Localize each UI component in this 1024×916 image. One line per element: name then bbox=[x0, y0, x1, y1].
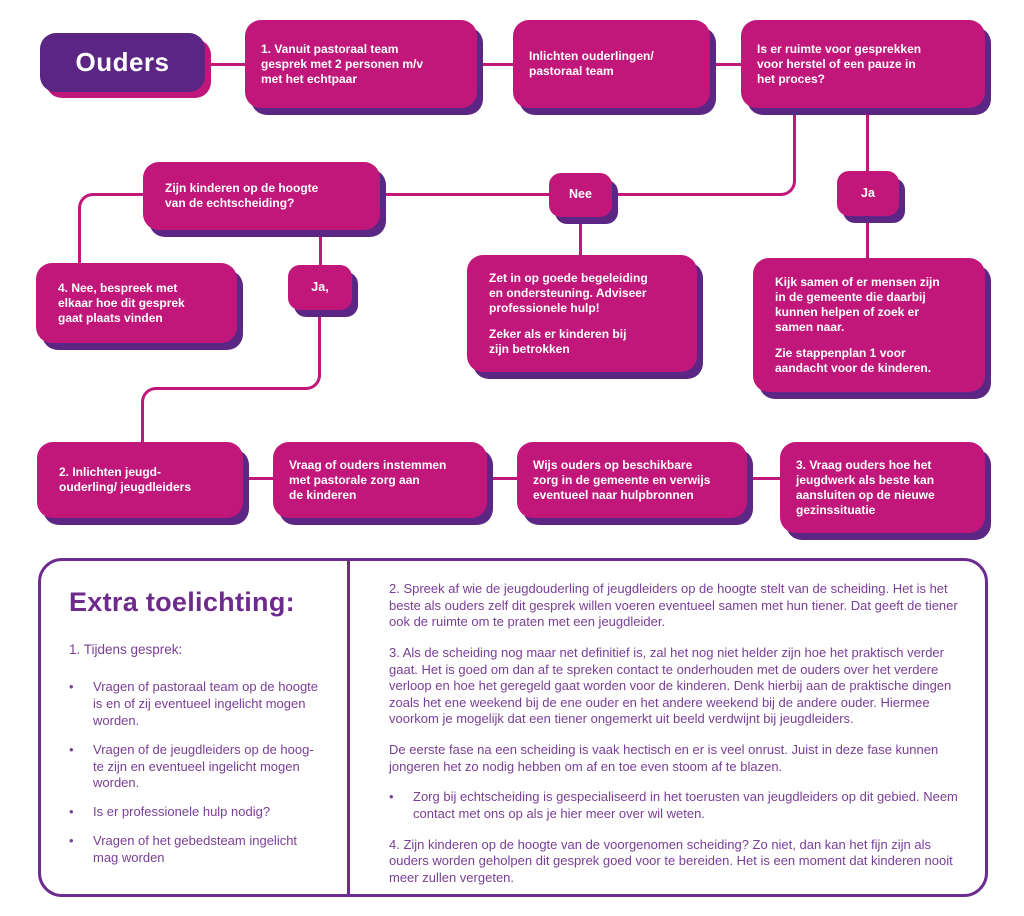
node-text: 4. Nee, bespreek met elkaar hoe dit gesp… bbox=[58, 280, 185, 325]
connector-start-b1 bbox=[205, 63, 245, 66]
node-ouders: Ouders bbox=[40, 33, 205, 92]
bullet-text: Vragen of het gebedsteam ingelicht mag w… bbox=[93, 833, 298, 866]
node-vraag-ouders-jeugdwerk: 3. Vraag ouders hoe het jeugdwerk als be… bbox=[780, 442, 985, 533]
panel-divider bbox=[347, 561, 350, 894]
connector-b7-b8 bbox=[243, 477, 273, 480]
connector-zijnkinderen-b4 bbox=[78, 193, 143, 263]
node-zijn-kinderen: Zijn kinderen op de hoogte van de echtsc… bbox=[143, 162, 380, 230]
node-text: Inlichten ouderlingen/ pastoraal team bbox=[529, 49, 654, 78]
node-text: Nee bbox=[569, 187, 592, 202]
node-text: Ja bbox=[861, 185, 875, 200]
node-text: Kijk samen of er mensen zijn in de gemee… bbox=[775, 274, 940, 334]
notes-paragraph-3: 3. Als de scheiding nog maar net definit… bbox=[389, 644, 952, 727]
node-text: Zet in op goede begeleiding en ondersteu… bbox=[489, 270, 648, 315]
connector-b9-b10 bbox=[747, 477, 780, 480]
node-inlichten-jeugdouderling: 2. Inlichten jeugd- ouderling/ jeugdleid… bbox=[37, 442, 243, 518]
node-wijs-ouders-zorg: Wijs ouders op beschikbare zorg in de ge… bbox=[517, 442, 747, 518]
node-text: 3. Vraag ouders hoe het jeugdwerk als be… bbox=[796, 457, 935, 517]
connector-ja2-to-b7 bbox=[141, 387, 159, 442]
bullet-text: Is er professionele hulp nodig? bbox=[93, 804, 271, 820]
node-text: 1. Vanuit pastoraal team gesprek met 2 p… bbox=[261, 41, 424, 86]
node-text: Zijn kinderen op de hoogte van de echtsc… bbox=[165, 181, 319, 210]
connector-b8-b9 bbox=[487, 477, 517, 480]
node-vraag-ouders-instemmen: Vraag of ouders instemmen met pastorale … bbox=[273, 442, 487, 518]
node-text: Zeker als er kinderen bij zijn betrokken bbox=[489, 326, 627, 356]
list-item: • Is er professionele hulp nodig? bbox=[69, 804, 331, 821]
node-text: Wijs ouders op beschikbare zorg in de ge… bbox=[533, 457, 711, 502]
node-ja-label: Ja bbox=[837, 171, 899, 216]
bullet-icon: • bbox=[69, 741, 74, 757]
notes-right-column: 2. Spreek af wie de jeugdouderling of je… bbox=[389, 581, 967, 900]
bullet-text: Vragen of de jeugdleiders op de hoog- te… bbox=[93, 741, 314, 791]
notes-bullet-list: • Vragen of pastoraal team op de hoogte … bbox=[69, 679, 331, 867]
bullet-icon: • bbox=[389, 789, 394, 805]
notes-left-column: Extra toelichting: 1. Tijdens gesprek: •… bbox=[69, 587, 331, 879]
connector-nee-b3 bbox=[612, 110, 796, 196]
notes-intro: 1. Tijdens gesprek: bbox=[69, 642, 183, 657]
node-text: Is er ruimte voor gesprekken voor herste… bbox=[757, 41, 922, 86]
node-ouders-label: Ouders bbox=[75, 47, 170, 78]
notes-paragraph-4: 4. Zijn kinderen op de hoogte van de voo… bbox=[389, 836, 953, 885]
notes-paragraph-fase: De eerste fase na een scheiding is vaak … bbox=[389, 742, 939, 774]
connector-ja2-down-left bbox=[155, 310, 321, 390]
node-kijk-samen: Kijk samen of er mensen zijn in de gemee… bbox=[753, 258, 985, 392]
connector-zijnkinderen-nee bbox=[380, 193, 549, 196]
node-is-er-ruimte: Is er ruimte voor gesprekken voor herste… bbox=[741, 20, 985, 108]
node-text: Vraag of ouders instemmen met pastorale … bbox=[289, 457, 447, 502]
notes-paragraph-2: 2. Spreek af wie de jeugdouderling of je… bbox=[389, 581, 958, 630]
bullet-icon: • bbox=[69, 833, 74, 849]
list-item: • Vragen of pastoraal team op de hoogte … bbox=[69, 679, 331, 730]
bullet-icon: • bbox=[69, 679, 74, 694]
connector-nee-zetin bbox=[579, 217, 582, 255]
bullet-icon: • bbox=[69, 804, 74, 820]
notes-bullet-paragraph: • Zorg bij echtscheiding is gespecialise… bbox=[389, 789, 967, 822]
node-text: 2. Inlichten jeugd- ouderling/ jeugdleid… bbox=[59, 465, 192, 494]
connector-b1-b2 bbox=[477, 63, 513, 66]
node-text: Ja, bbox=[311, 279, 329, 294]
connector-zijnkinderen-ja2 bbox=[319, 230, 322, 266]
node-vanuit-pastoraal-team: 1. Vanuit pastoraal team gesprek met 2 p… bbox=[245, 20, 477, 108]
extra-toelichting-panel: Extra toelichting: 1. Tijdens gesprek: •… bbox=[38, 558, 988, 897]
notes-title: Extra toelichting: bbox=[69, 587, 295, 617]
list-item: • Vragen of de jeugdleiders op de hoog- … bbox=[69, 742, 331, 793]
node-zet-in-op-begeleiding: Zet in op goede begeleiding en ondersteu… bbox=[467, 255, 697, 372]
node-inlichten-ouderlingen: Inlichten ouderlingen/ pastoraal team bbox=[513, 20, 710, 108]
bullet-text: Vragen of pastoraal team op de hoogte is… bbox=[93, 679, 319, 728]
list-item: • Vragen of het gebedsteam ingelicht mag… bbox=[69, 833, 331, 867]
connector-b2-b3 bbox=[710, 63, 741, 66]
node-nee-bespreek: 4. Nee, bespreek met elkaar hoe dit gesp… bbox=[36, 263, 237, 343]
node-ja2-label: Ja, bbox=[288, 265, 352, 310]
node-text: Zie stappenplan 1 voor aandacht voor de … bbox=[775, 345, 932, 375]
bullet-text: Zorg bij echtscheiding is gespecialiseer… bbox=[413, 789, 958, 821]
node-nee-label: Nee bbox=[549, 173, 612, 217]
